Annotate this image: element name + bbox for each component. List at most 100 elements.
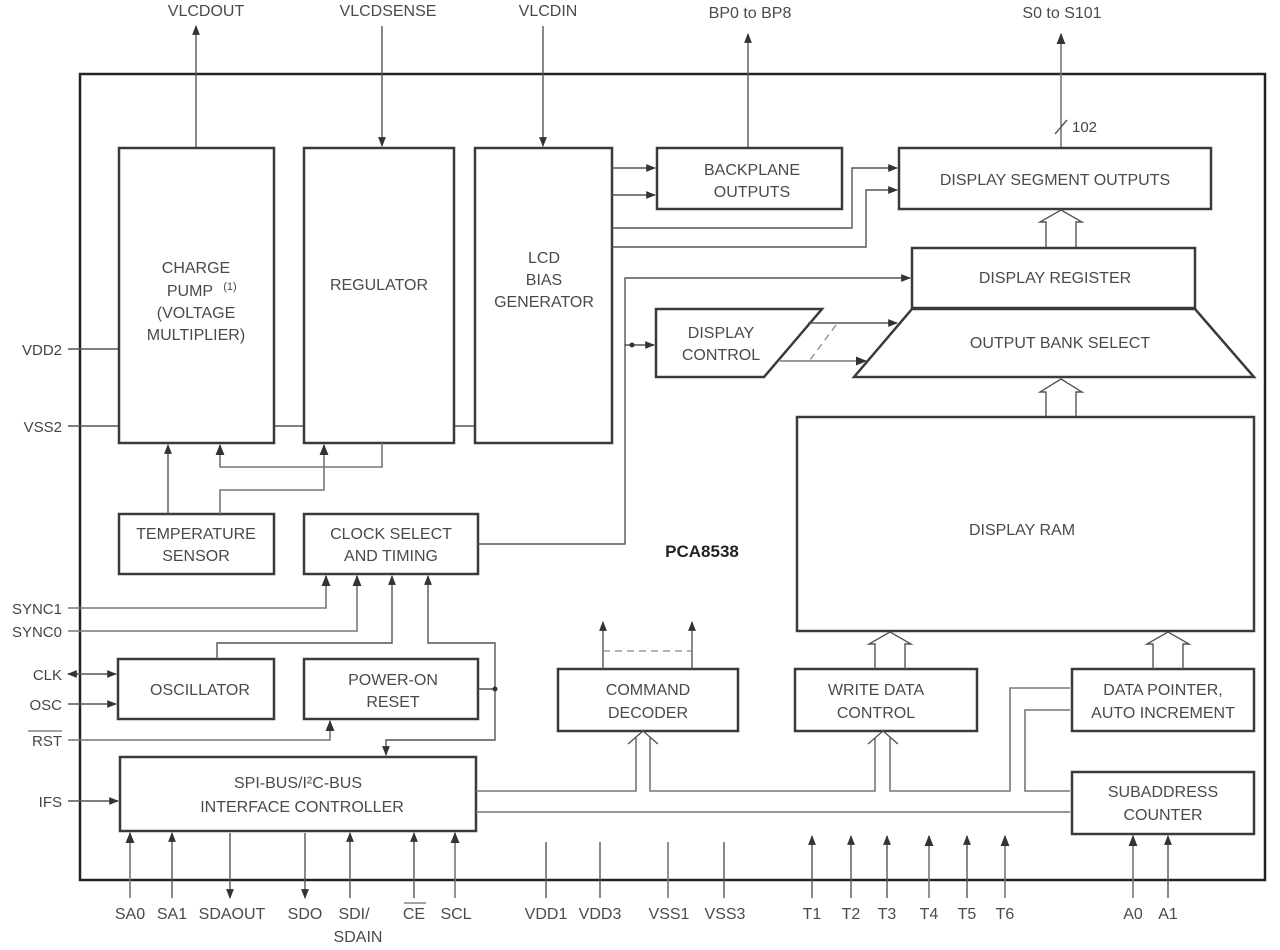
write-data-control-block: WRITE DATA CONTROL — [793, 667, 979, 733]
dashed-connector — [809, 324, 837, 361]
svg-text:SPI-BUS/I²C-BUS: SPI-BUS/I²C-BUS — [234, 775, 362, 792]
pin-t1: T1 — [803, 906, 822, 923]
pointer-to-ram-bus — [1144, 631, 1192, 669]
svg-text:LCD: LCD — [528, 250, 560, 267]
oscillator-block: OSCILLATOR — [116, 657, 276, 721]
osc-to-clock — [216, 575, 396, 659]
regulator-block: REGULATOR — [302, 146, 456, 445]
clock-to-control-line — [478, 345, 626, 545]
pin-vdd2: VDD2 — [22, 342, 62, 359]
sync1-line — [68, 574, 331, 609]
display-control-block: DISPLAY CONTROL — [654, 307, 825, 379]
chip-name: PCA8538 — [665, 542, 739, 561]
svg-text:DISPLAY: DISPLAY — [688, 325, 755, 342]
pin-vlcdin: VLCDIN — [519, 3, 578, 20]
pin-sync1: SYNC1 — [12, 601, 62, 618]
interface-controller-block: SPI-BUS/I²C-BUS INTERFACE CONTROLLER — [118, 755, 478, 833]
regulator-to-pump — [215, 443, 383, 468]
svg-text:DATA POINTER,: DATA POINTER, — [1103, 682, 1222, 699]
junction-dot — [492, 686, 498, 692]
pin-vdd1: VDD1 — [525, 906, 568, 923]
svg-text:CHARGE: CHARGE — [162, 260, 230, 277]
svg-text:DISPLAY SEGMENT OUTPUTS: DISPLAY SEGMENT OUTPUTS — [940, 172, 1170, 189]
display-ram-block: DISPLAY RAM — [795, 415, 1256, 633]
pin-sdo: SDO — [288, 906, 323, 923]
iface-bus-a — [476, 738, 637, 792]
pin-vss2: VSS2 — [24, 419, 62, 436]
svg-text:PUMP: PUMP — [167, 283, 213, 300]
pin-t6: T6 — [996, 906, 1015, 923]
display-register-block: DISPLAY REGISTER — [910, 246, 1197, 310]
pin-clk: CLK — [33, 667, 62, 684]
pin-sa0: SA0 — [115, 906, 145, 923]
charge-pump-block: CHARGE PUMP (1) (VOLTAGE MULTIPLIER) — [117, 146, 276, 445]
svg-text:(1): (1) — [223, 281, 236, 293]
pin-vdd3: VDD3 — [579, 906, 622, 923]
subaddress-counter-block: SUBADDRESS COUNTER — [1070, 770, 1256, 836]
svg-text:MULTIPLIER): MULTIPLIER) — [147, 327, 245, 344]
rst-line — [68, 719, 335, 741]
svg-text:REGULATOR: REGULATOR — [330, 277, 428, 294]
chip-outline — [78, 72, 1267, 882]
svg-text:DECODER: DECODER — [608, 705, 688, 722]
svg-text:OUTPUT BANK SELECT: OUTPUT BANK SELECT — [970, 335, 1150, 352]
svg-text:POWER-ON: POWER-ON — [348, 672, 438, 689]
pin-bp: BP0 to BP8 — [709, 5, 792, 22]
pin-t4: T4 — [920, 906, 939, 923]
svg-text:DISPLAY REGISTER: DISPLAY REGISTER — [979, 270, 1131, 287]
pin-a0: A0 — [1123, 906, 1143, 923]
bias-to-seg-2 — [612, 186, 898, 248]
iface-bus-c — [889, 687, 1070, 792]
svg-text:SUBADDRESS: SUBADDRESS — [1108, 784, 1218, 801]
pin-segments: S0 to S101 — [1022, 5, 1101, 22]
bus-width-tick — [1054, 119, 1068, 135]
svg-text:CONTROL: CONTROL — [837, 705, 915, 722]
svg-text:RESET: RESET — [366, 694, 420, 711]
bus-width-label: 102 — [1072, 119, 1097, 136]
output-bank-select-block: OUTPUT BANK SELECT — [851, 307, 1257, 379]
pin-osc: OSC — [29, 697, 62, 714]
clock-select-block: CLOCK SELECT AND TIMING — [302, 512, 480, 576]
svg-text:GENERATOR: GENERATOR — [494, 294, 594, 311]
iface-bus-d — [1024, 709, 1070, 792]
pin-scl: SCL — [440, 906, 471, 923]
backplane-outputs-block: BACKPLANE OUTPUTS — [655, 146, 844, 211]
pin-sdain: SDAIN — [334, 929, 383, 946]
svg-text:INTERFACE CONTROLLER: INTERFACE CONTROLLER — [200, 799, 404, 816]
write-bus-arrow — [867, 730, 899, 745]
pin-vlcdout: VLCDOUT — [168, 3, 245, 20]
pin-a1: A1 — [1158, 906, 1178, 923]
svg-text:TEMPERATURE: TEMPERATURE — [136, 526, 256, 543]
pin-ifs: IFS — [39, 794, 62, 811]
pin-vlcdsense: VLCDSENSE — [340, 3, 437, 20]
register-to-segment-bus — [1037, 209, 1085, 248]
clock-to-register — [624, 274, 911, 345]
ram-to-bank-bus — [1037, 378, 1085, 417]
data-pointer-block: DATA POINTER, AUTO INCREMENT — [1070, 667, 1256, 733]
sync0-line — [68, 574, 362, 632]
svg-text:OUTPUTS: OUTPUTS — [714, 184, 790, 201]
svg-text:CLOCK SELECT: CLOCK SELECT — [330, 526, 452, 543]
bottom-pin-lines — [125, 831, 1172, 899]
pin-t5: T5 — [958, 906, 977, 923]
temperature-sensor-block: TEMPERATURE SENSOR — [117, 512, 276, 576]
pin-t3: T3 — [878, 906, 897, 923]
svg-text:BIAS: BIAS — [526, 272, 562, 289]
temp-to-regulator — [219, 443, 329, 514]
display-segment-outputs-block: DISPLAY SEGMENT OUTPUTS — [897, 146, 1213, 211]
command-decoder-block: COMMAND DECODER — [556, 667, 740, 733]
bias-to-seg-1 — [612, 164, 898, 229]
por-to-clock — [424, 575, 496, 690]
pin-t2: T2 — [842, 906, 861, 923]
iface-bus-b — [649, 738, 876, 792]
svg-text:COUNTER: COUNTER — [1123, 807, 1202, 824]
junction-dot — [629, 342, 635, 348]
pin-rst: RST — [32, 733, 62, 750]
svg-text:COMMAND: COMMAND — [606, 682, 690, 699]
svg-text:AND TIMING: AND TIMING — [344, 548, 438, 565]
svg-text:AUTO INCREMENT: AUTO INCREMENT — [1091, 705, 1235, 722]
write-to-ram-bus — [866, 631, 914, 669]
pin-sync0: SYNC0 — [12, 624, 62, 641]
pin-sa1: SA1 — [157, 906, 187, 923]
